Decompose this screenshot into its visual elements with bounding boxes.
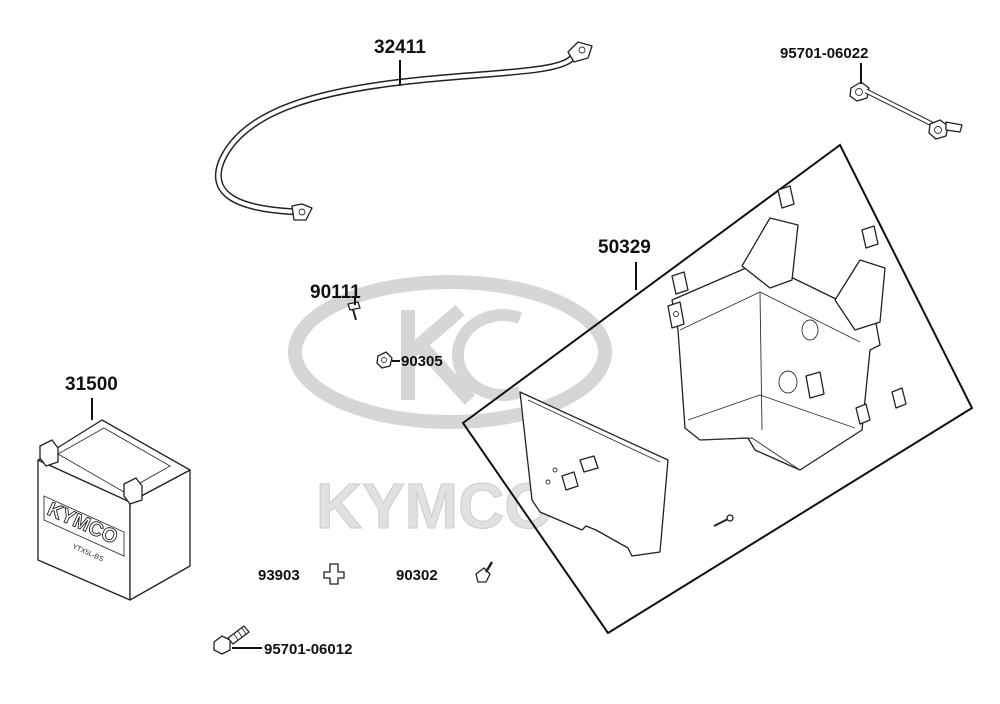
clip[interactable]: [323, 563, 345, 585]
part-number-screw: 90111: [310, 282, 361, 303]
watermark-brand: KYMCO: [316, 470, 554, 542]
battery-case[interactable]: [667, 185, 907, 471]
nut[interactable]: [376, 351, 393, 369]
small-screw-case[interactable]: [713, 514, 734, 527]
bolt-top[interactable]: [849, 81, 963, 140]
battery-case-outline: [461, 143, 974, 635]
battery[interactable]: KYMCO YTX5L-BS: [37, 419, 191, 601]
battery-case-plate[interactable]: [519, 391, 669, 557]
part-number-battery-case: 50329: [598, 237, 651, 258]
part-number-clip: 93903: [258, 567, 300, 584]
part-number-cable: 32411: [374, 37, 426, 58]
bolt-bottom[interactable]: [213, 625, 250, 655]
watermark: KYMCO: [288, 275, 612, 543]
part-number-small-bolt: 90302: [396, 567, 438, 584]
kymco-k-logo-icon: [288, 275, 612, 429]
part-number-bolt-bottom: 95701-06012: [264, 641, 352, 658]
part-number-bolt-top: 95701-06022: [780, 45, 868, 62]
small-bolt[interactable]: [475, 561, 494, 583]
part-number-nut: 90305: [401, 353, 443, 370]
part-number-battery: 31500: [65, 374, 118, 395]
battery-cable[interactable]: [214, 41, 593, 221]
